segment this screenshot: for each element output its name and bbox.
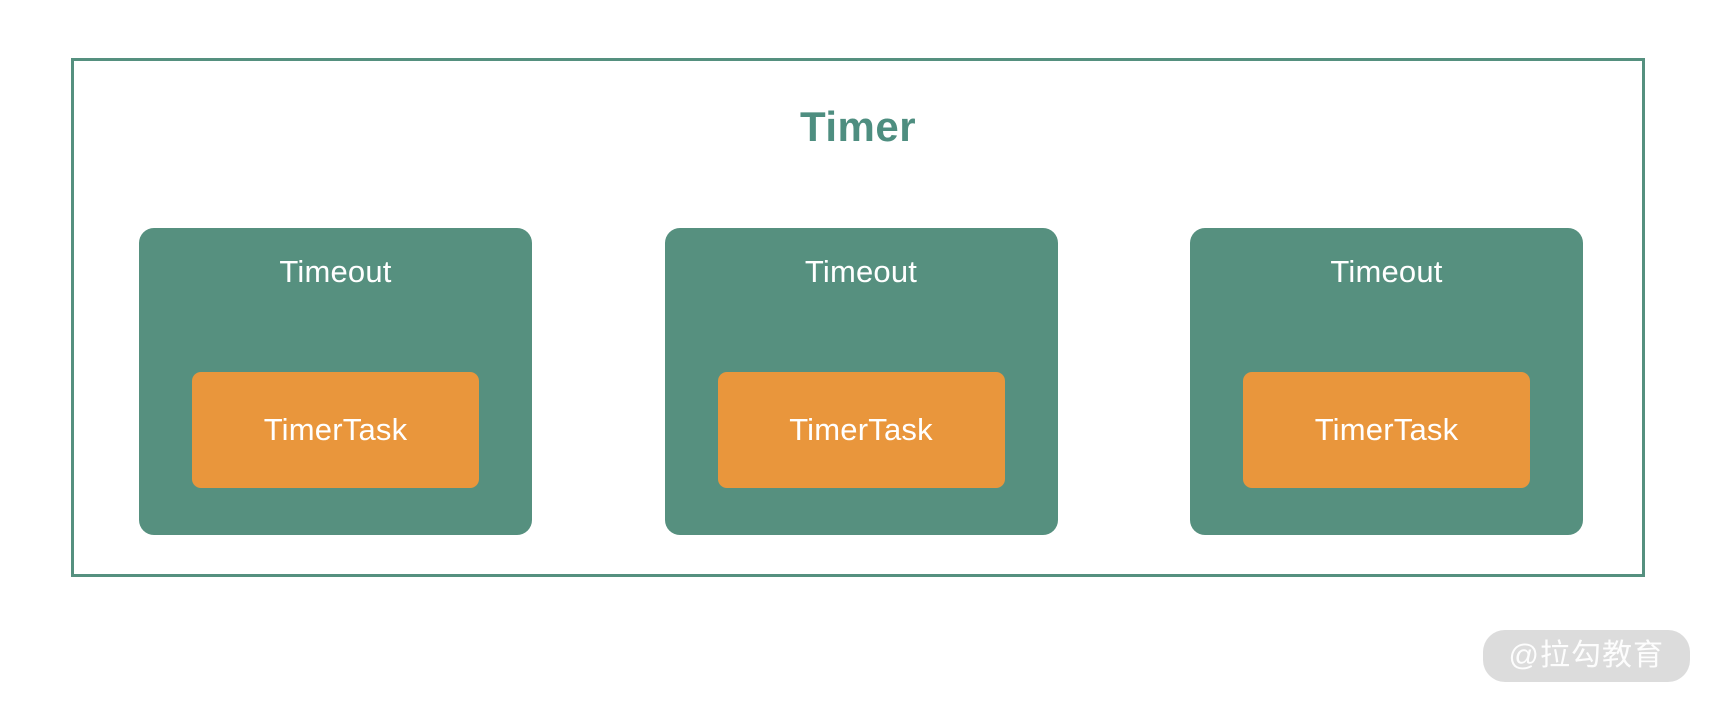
timeout-card: Timeout TimerTask <box>1190 228 1583 535</box>
timer-container: Timer Timeout TimerTask Timeout TimerTas… <box>71 58 1645 577</box>
timertask-label: TimerTask <box>263 411 408 447</box>
timer-title: Timer <box>799 103 917 150</box>
timeout-label: Timeout <box>1330 254 1443 289</box>
timeout-card-row: Timeout TimerTask Timeout TimerTask Time… <box>139 228 1583 535</box>
watermark-badge: @拉勾教育 <box>1482 629 1690 682</box>
timertask-label: TimerTask <box>1314 411 1459 447</box>
timeout-card: Timeout TimerTask <box>664 228 1058 535</box>
watermark-text: @拉勾教育 <box>1508 638 1664 672</box>
timertask-box: TimerTask <box>192 372 479 488</box>
timertask-box: TimerTask <box>717 372 1005 488</box>
timertask-label: TimerTask <box>789 411 933 447</box>
timeout-label: Timeout <box>279 254 392 289</box>
timeout-label: Timeout <box>804 254 918 289</box>
timertask-box: TimerTask <box>1243 372 1530 488</box>
timeout-card: Timeout TimerTask <box>139 228 532 535</box>
